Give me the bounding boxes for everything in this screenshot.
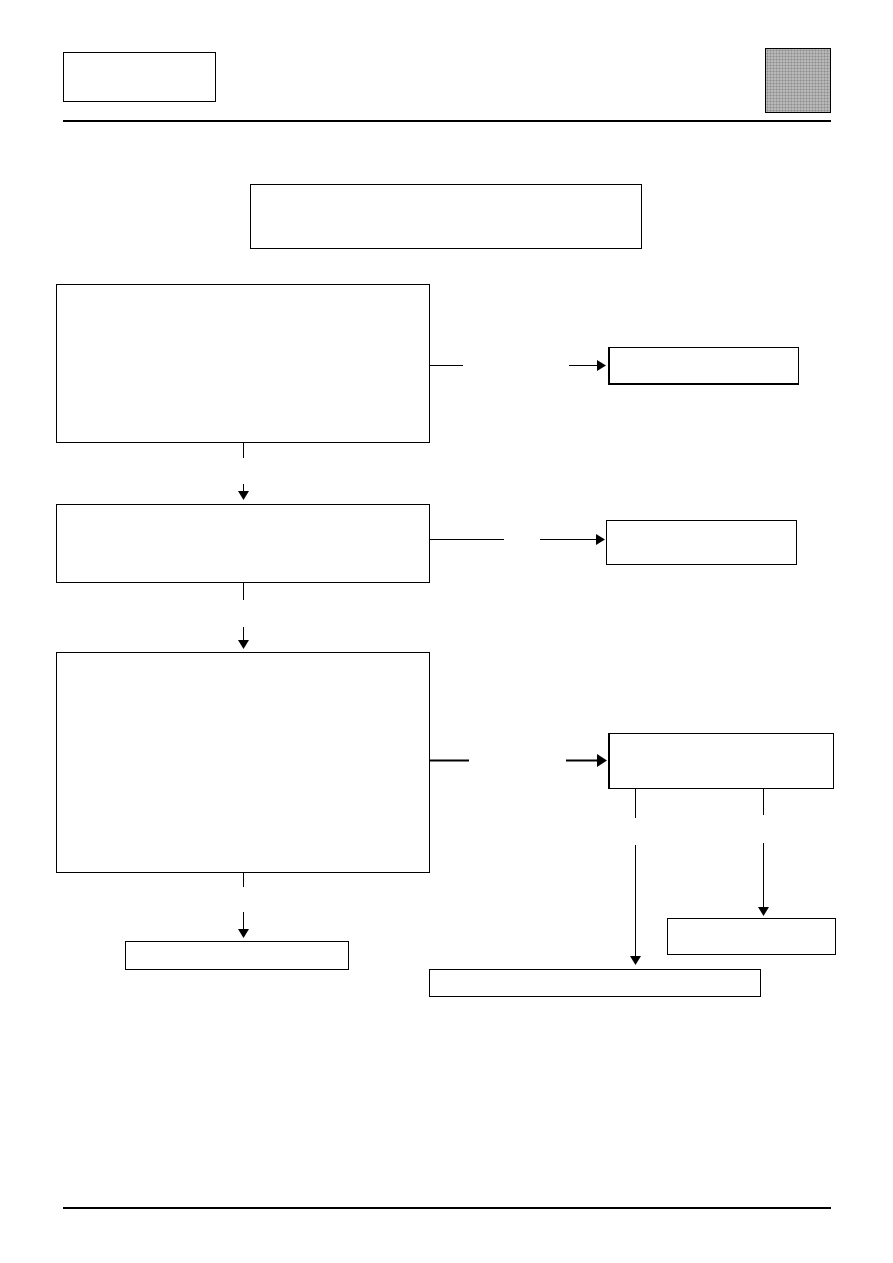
step-1-box	[56, 284, 430, 443]
header-rule	[63, 120, 831, 122]
branch-bottom-wide-box	[429, 969, 761, 997]
step-3-box	[56, 652, 430, 873]
arrowhead-step1-down	[238, 491, 249, 500]
footer-rule	[63, 1207, 831, 1209]
arrowhead-step1-right	[597, 360, 606, 371]
step-2-box	[56, 504, 430, 583]
arrowhead-step3-right	[597, 754, 607, 767]
footer-text	[63, 1213, 831, 1229]
final-result-box	[125, 941, 349, 970]
header-code-box	[63, 52, 216, 102]
step-2-outcome-box	[606, 520, 797, 565]
step-3-outcome-box	[608, 733, 834, 789]
arrowhead-step2-right	[596, 534, 605, 545]
step-1-outcome-box	[608, 347, 799, 385]
arrowhead-branch-left	[630, 956, 641, 965]
branch-bottom-right-box	[667, 918, 836, 955]
flowchart-title-box	[250, 184, 642, 249]
header-badge	[765, 48, 831, 113]
arrowhead-step3-down	[238, 929, 249, 938]
arrowhead-step2-down	[238, 640, 249, 649]
arrowhead-branch-right	[758, 907, 769, 916]
